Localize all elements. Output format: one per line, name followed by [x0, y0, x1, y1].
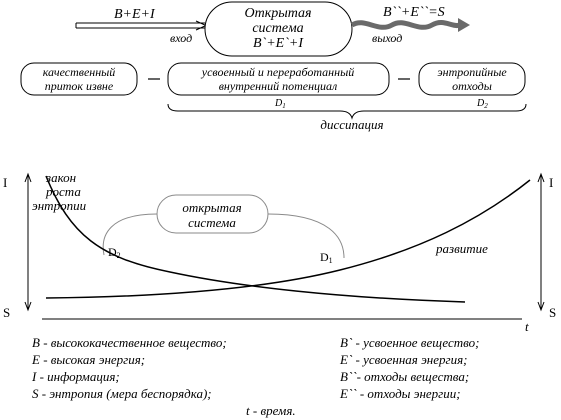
d2-curve-label: D2 [108, 245, 121, 260]
d2-box-label: D2 [476, 98, 488, 110]
quality-inflow-line2: приток извне [45, 79, 114, 93]
legend-left-4: S - энтропия (мера беспорядка); [32, 386, 212, 401]
development-curve [45, 179, 531, 299]
legend-left-1: B - высококачественное вещество; [32, 335, 227, 350]
legend-left-3: I - информация; [31, 369, 120, 384]
system-formula: B`+E`+I [253, 36, 304, 51]
right-top-label: I [549, 175, 553, 190]
input-formula: B+E+I [114, 7, 156, 22]
quality-inflow-box [20, 62, 138, 96]
system-title-line2: система [252, 21, 303, 36]
internal-potential-line2: внутренний потенциал [219, 79, 338, 93]
entropy-waste-box [418, 62, 526, 96]
left-bottom-label: S [3, 305, 10, 320]
development-label: развитие [435, 241, 488, 256]
output-arrow [350, 19, 461, 30]
quality-inflow-line1: качественный [43, 65, 116, 79]
dissipation-brace [167, 103, 527, 120]
right-axis-arrow-bottom [537, 301, 545, 312]
entropy-law-curve [45, 175, 466, 303]
legend-right-2: E` - усвоенная энергия; [339, 352, 467, 367]
input-label: вход [170, 31, 192, 45]
entropy-waste-line1: энтропийные [437, 65, 507, 79]
entropy-law-line3: энтропии [32, 198, 87, 213]
open-system-right-arc [267, 213, 345, 259]
legend-left-2: E - высокая энергия; [31, 352, 145, 367]
output-arrow-head [458, 18, 470, 32]
output-label: выход [372, 31, 402, 45]
open-system-graph-line1: открытая [182, 200, 241, 215]
t-axis-label: t [525, 319, 529, 334]
output-formula: B``+E``=S [383, 5, 445, 20]
internal-potential-line1: усвоенный и переработанный [201, 65, 354, 79]
right-bottom-label: S [549, 305, 556, 320]
left-axis-arrow-top [24, 172, 32, 183]
internal-potential-box [167, 62, 390, 96]
legend-right-1: B` - усвоенное вещество; [340, 335, 479, 350]
legend-right-3: B``- отходы вещества; [340, 369, 469, 384]
entropy-law-line1: закон [45, 170, 76, 185]
left-top-label: I [3, 175, 7, 190]
system-title-line1: Открытая [244, 6, 311, 21]
input-arrow-head [195, 20, 208, 31]
right-axis-arrow-top [537, 172, 545, 183]
entropy-law-line2: роста [45, 184, 81, 199]
legend-time: t - время. [246, 403, 296, 418]
entropy-waste-line2: отходы [452, 79, 492, 93]
dissipation-label: диссипация [320, 117, 383, 132]
d1-box-label: D1 [274, 98, 286, 110]
left-axis-arrow-bottom [24, 301, 32, 312]
open-system-graph-line2: система [188, 215, 236, 230]
d1-curve-label: D1 [320, 250, 333, 265]
legend-right-4: E`` - отходы энергии; [339, 386, 461, 401]
open-system-box [204, 1, 353, 57]
